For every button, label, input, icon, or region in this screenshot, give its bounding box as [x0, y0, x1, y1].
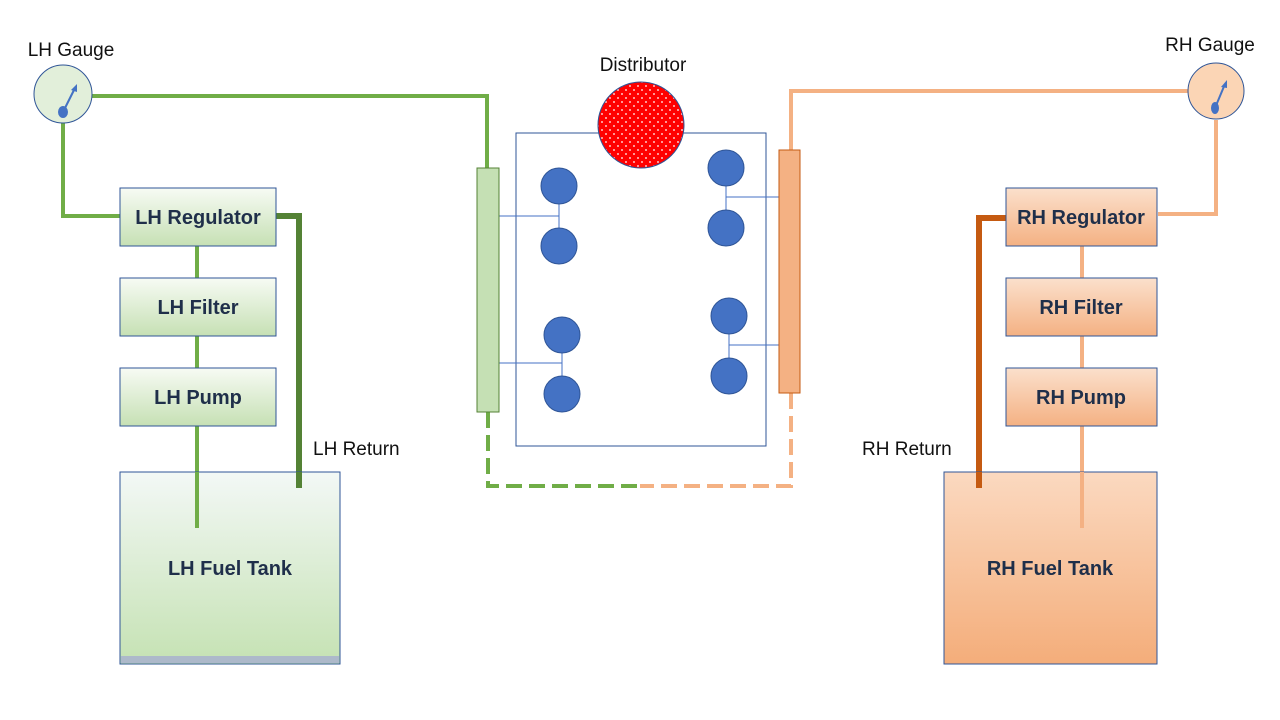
- lh-gauge: [33, 64, 93, 124]
- distributor-label: Distributor: [600, 55, 687, 76]
- lh-return-line: [276, 213, 302, 488]
- lh-regulator: LH Regulator: [119, 187, 277, 247]
- lh-fuel-tank-label: LH Fuel Tank: [168, 558, 293, 580]
- rh-filter-label: RH Filter: [1039, 297, 1123, 319]
- lh-rail-drain-dashed-line: [486, 412, 640, 488]
- rh-gauge-hub: [1211, 102, 1219, 114]
- injector-lh-3: [543, 316, 581, 354]
- lh-gauge-needle-tip: [71, 84, 77, 92]
- distributor: [597, 81, 685, 169]
- lh-filter: LH Filter: [119, 277, 277, 337]
- rh-fuel-tank: RH Fuel Tank: [943, 471, 1158, 665]
- rh-gauge-to-regulator-line: [1158, 120, 1218, 216]
- rh-fuel-rail: [778, 149, 801, 394]
- rh-return-label: RH Return: [862, 439, 952, 460]
- lh-gauge-hub: [58, 106, 68, 118]
- injector-lh-4: [543, 375, 581, 413]
- lh-return-label: LH Return: [313, 439, 400, 460]
- lh-regulator-label: LH Regulator: [135, 207, 261, 229]
- injector-lh-2: [540, 227, 578, 265]
- injector-rh-1: [707, 149, 745, 187]
- rh-pump: RH Pump: [1005, 367, 1158, 427]
- lh-fuel-tank: LH Fuel Tank: [119, 471, 341, 665]
- injector-rh-2: [707, 209, 745, 247]
- rh-rail-drain-dashed-line: [640, 393, 793, 488]
- rh-pump-label: RH Pump: [1036, 387, 1126, 409]
- rh-regulator: RH Regulator: [1005, 187, 1158, 247]
- lh-filter-label: LH Filter: [157, 297, 238, 319]
- injectors: [540, 149, 748, 413]
- injector-lh-1: [540, 167, 578, 205]
- injector-rh-3: [710, 297, 748, 335]
- lh-pump: LH Pump: [119, 367, 277, 427]
- lh-fuel-rail: [476, 167, 500, 413]
- lh-gauge-label: LH Gauge: [28, 40, 115, 61]
- rh-gauge-dial: [1187, 62, 1245, 120]
- rh-fuel-tank-label: RH Fuel Tank: [987, 558, 1114, 580]
- lh-gauge-to-regulator-line: [61, 122, 120, 218]
- rh-filter: RH Filter: [1005, 277, 1158, 337]
- rh-piping: [640, 89, 1218, 528]
- lh-pump-label: LH Pump: [154, 387, 242, 409]
- rh-gauge-needle-tip: [1221, 80, 1227, 88]
- rh-gauge-to-rail-line: [789, 89, 1188, 150]
- injector-rh-4: [710, 357, 748, 395]
- rh-return-line: [976, 215, 1006, 488]
- rh-regulator-label: RH Regulator: [1017, 207, 1145, 229]
- rh-gauge: [1187, 62, 1245, 120]
- lh-gauge-dial: [33, 64, 93, 124]
- rh-gauge-label: RH Gauge: [1165, 35, 1255, 56]
- lh-gauge-to-rail-line: [92, 94, 489, 168]
